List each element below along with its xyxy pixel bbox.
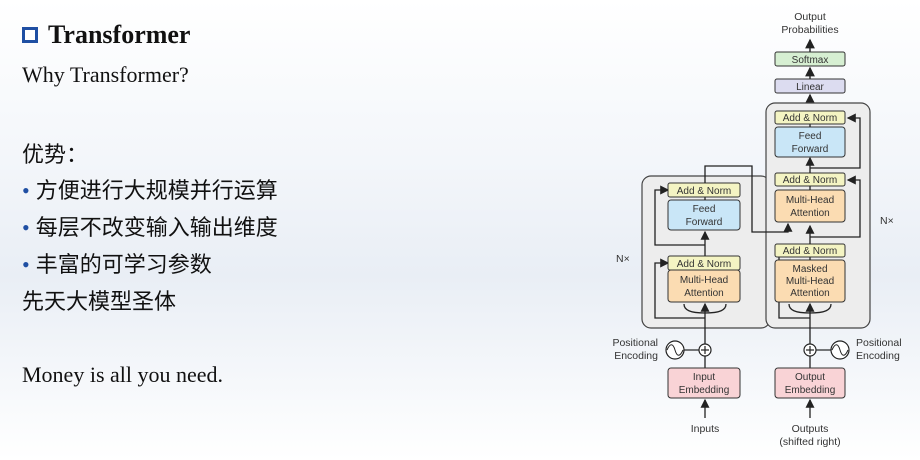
bullet-text: 丰富的可学习参数 — [35, 252, 212, 277]
encoder-feed-forward-box — [667, 199, 741, 231]
inputs-label: Inputs — [691, 423, 720, 435]
advantages-heading: 优势： — [22, 142, 89, 167]
decoder-attention-label: Attention — [790, 208, 829, 219]
encoder-nx-label: N× — [616, 253, 630, 265]
encoder-block — [641, 175, 771, 329]
decoder-attention-label: Multi-Head — [786, 195, 834, 206]
decoder-nx-label: N× — [880, 215, 894, 227]
encoder-add-norm-box — [667, 255, 741, 271]
encoder-attention-label: Multi-Head — [680, 275, 728, 286]
slide-title-row: Transformer — [22, 20, 190, 50]
input-embedding-label: Input — [693, 372, 715, 383]
encoder-positional-encoding-label: Positional — [612, 337, 658, 349]
encoder-add-norm-label: Add & Norm — [677, 186, 731, 197]
linear-label: Linear — [796, 82, 824, 93]
masked-attention-label: Masked — [792, 264, 827, 275]
slide-title: Transformer — [48, 20, 191, 49]
masked-attention-label: Attention — [790, 288, 829, 299]
bullet-text: 每层不改变输入输出维度 — [35, 215, 278, 240]
masked-attention-label: Multi-Head — [786, 276, 834, 287]
output-probabilities-label: Output — [794, 11, 826, 23]
transformer-architecture-diagram: Output Probabilities Softmax Linear Mult… — [612, 11, 902, 448]
softmax-box — [774, 51, 846, 67]
linear-box — [774, 78, 846, 94]
bullet-text: 方便进行大规模并行运算 — [35, 178, 278, 203]
bullet-item: •方便进行大规模并行运算 — [22, 173, 278, 205]
input-embedding-label: Embedding — [679, 385, 730, 396]
decoder-add-norm-label: Add & Norm — [783, 113, 837, 124]
innate-text: 先天大模型圣体 — [22, 289, 177, 314]
bullet-item: •丰富的可学习参数 — [22, 247, 212, 279]
decoder-add-norm-label: Add & Norm — [783, 246, 837, 257]
decoder-add-norm-box — [774, 110, 846, 125]
encoder-positional-encoding-label: Encoding — [614, 350, 658, 362]
input-embedding-box — [667, 367, 741, 399]
encoder-feed-forward-label: Forward — [686, 217, 723, 228]
output-embedding-box — [774, 367, 846, 399]
bullet-item: •每层不改变输入输出维度 — [22, 210, 278, 242]
encoder-attention-label: Attention — [684, 288, 723, 299]
softmax-label: Softmax — [792, 55, 829, 66]
decoder-add-norm-label: Add & Norm — [783, 175, 837, 186]
question-text: Why Transformer? — [22, 62, 189, 87]
outputs-label: Outputs — [792, 423, 829, 435]
bullet-dot: • — [22, 252, 30, 277]
decoder-positional-encoding-label: Encoding — [856, 350, 900, 362]
tagline-text: Money is all you need. — [22, 362, 224, 387]
encoder-feed-forward-label: Feed — [693, 204, 716, 215]
bullet-dot: • — [22, 215, 30, 240]
output-embedding-label: Embedding — [785, 385, 836, 396]
bullet-dot: • — [22, 178, 30, 203]
decoder-feed-forward-label: Feed — [799, 131, 822, 142]
output-embedding-label: Output — [795, 372, 825, 383]
decoder-feed-forward-label: Forward — [792, 144, 829, 155]
encoder-add-norm-label: Add & Norm — [677, 259, 731, 270]
encoder-add-norm-box — [667, 182, 741, 198]
outputs-label: (shifted right) — [779, 436, 840, 448]
output-probabilities-label: Probabilities — [781, 24, 838, 36]
square-bullet-icon — [22, 27, 38, 43]
decoder-positional-encoding-label: Positional — [856, 337, 902, 349]
